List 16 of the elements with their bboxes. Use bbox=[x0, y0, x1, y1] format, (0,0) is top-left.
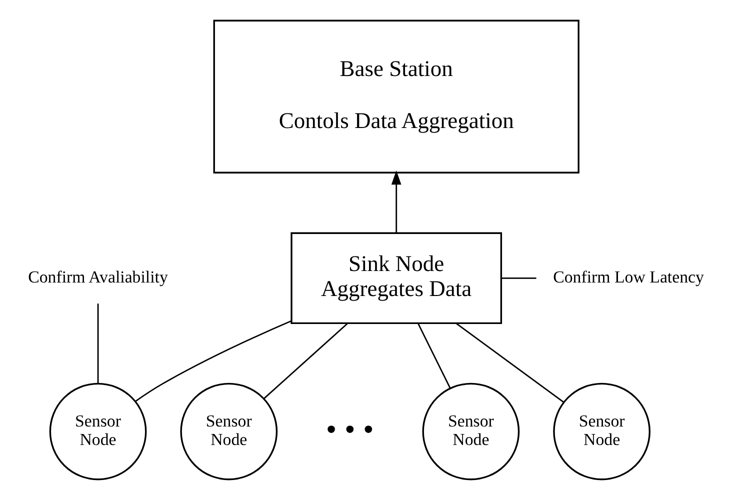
connector bbox=[502, 276, 536, 278]
label: • • • bbox=[326, 410, 374, 446]
arrow bbox=[391, 170, 402, 233]
node-circle: Sensor Node bbox=[422, 382, 520, 480]
node-circle: Sensor Node bbox=[553, 382, 650, 480]
node-circle: Sensor Node bbox=[180, 382, 278, 480]
node-text: Confirm Avaliability bbox=[28, 267, 168, 286]
node-circle: Sensor Node bbox=[49, 382, 147, 480]
node-text: Confirm Low Latency bbox=[553, 267, 704, 286]
connector bbox=[135, 320, 292, 402]
node-box: Sink Node Aggregates Data bbox=[290, 232, 502, 324]
node-box: Base Station Contols Data Aggregation bbox=[213, 19, 580, 173]
connector bbox=[456, 322, 564, 402]
connector bbox=[417, 322, 451, 388]
connector bbox=[264, 322, 348, 399]
connector bbox=[97, 303, 99, 383]
